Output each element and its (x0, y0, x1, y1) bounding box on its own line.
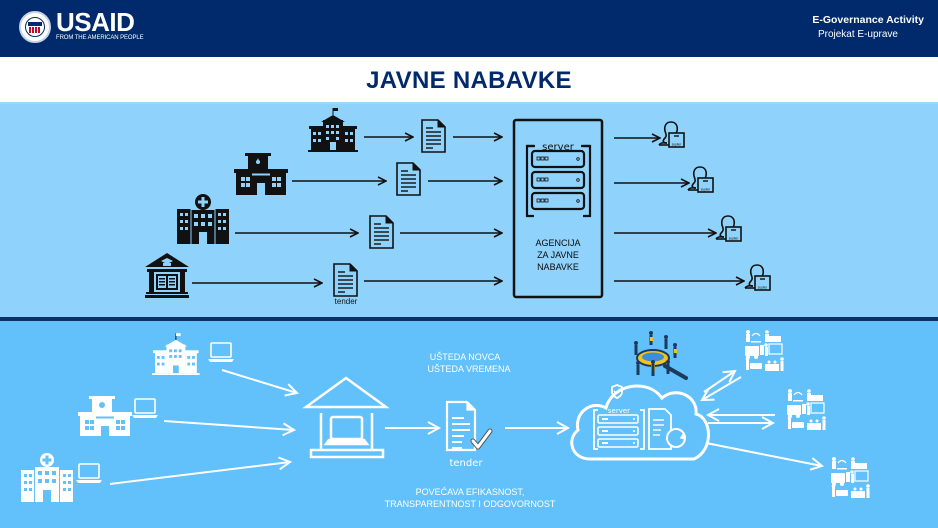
cloud-server-icon: server (570, 384, 710, 461)
benefit-line: UŠTEDA NOVCA (429, 352, 501, 362)
school-icon (151, 332, 201, 376)
panel-divider (0, 317, 938, 321)
usaid-logo-text: USAID (56, 7, 135, 37)
supplier-icon (658, 121, 685, 148)
usaid-tagline: FROM THE AMERICAN PEOPLE (56, 35, 144, 41)
school-icon (307, 107, 359, 153)
arrow (109, 462, 290, 485)
benefit-line: POVEĆAVA EFIKASNOST, (415, 487, 525, 497)
tender-label: tender (335, 297, 358, 306)
activity-title: E-Governance Activity (812, 14, 924, 26)
supplier-icon (687, 166, 714, 193)
e-procurement-portal-icon (302, 376, 390, 459)
arrow (702, 376, 742, 400)
agency-label-line: NABAVKE (537, 262, 579, 272)
supplier-group-icon (744, 329, 785, 372)
arrow (163, 420, 294, 430)
laptop-icon (75, 463, 103, 484)
cloud-server-label: server (608, 407, 630, 415)
activity-subtitle: Projekat E-uprave (817, 29, 898, 40)
benefit-line: UŠTEDA VREMENA (427, 364, 511, 374)
agency-label: AGENCIJA ZA JAVNE NABAVKE (520, 237, 596, 273)
police-station-icon (234, 153, 288, 195)
benefit-transparency-label: POVEĆAVA EFIKASNOST, TRANSPARENTNOST I O… (340, 486, 600, 510)
benefit-line: TRANSPARENTNOST I ODGOVORNOST (384, 499, 556, 509)
document-icon (369, 215, 394, 249)
arrow (705, 442, 822, 466)
arrow (221, 369, 297, 393)
benefit-savings-label: UŠTEDA NOVCA UŠTEDA VREMENA (390, 351, 540, 375)
hospital-icon (177, 194, 229, 244)
police-station-icon (78, 396, 132, 436)
server-icon: server (525, 142, 592, 218)
laptop-icon (207, 342, 235, 363)
page-title: JAVNE NABAVKE (366, 67, 572, 94)
laptop-icon (131, 398, 159, 419)
document-icon (396, 162, 421, 196)
university-icon (145, 253, 189, 298)
supplier-icon (715, 215, 742, 242)
agency-label-line: AGENCIJA (535, 238, 581, 248)
hospital-icon (21, 453, 73, 502)
supplier-group-icon (786, 388, 827, 431)
supplier-group-icon (830, 456, 871, 499)
header-bar: USAID FROM THE AMERICAN PEOPLE E-Governa… (0, 0, 938, 57)
audit-team-icon (634, 331, 688, 380)
title-band (0, 57, 938, 104)
server-label: server (542, 142, 575, 153)
tender-document-icon: tender (445, 400, 493, 469)
usaid-seal-icon (19, 11, 51, 43)
arrow (703, 371, 735, 393)
tender-document-icon (333, 263, 358, 297)
agency-label-line: ZA JAVNE (537, 250, 579, 260)
supplier-icon (744, 264, 771, 291)
tender-label: tender (449, 458, 483, 469)
document-icon (421, 119, 446, 153)
